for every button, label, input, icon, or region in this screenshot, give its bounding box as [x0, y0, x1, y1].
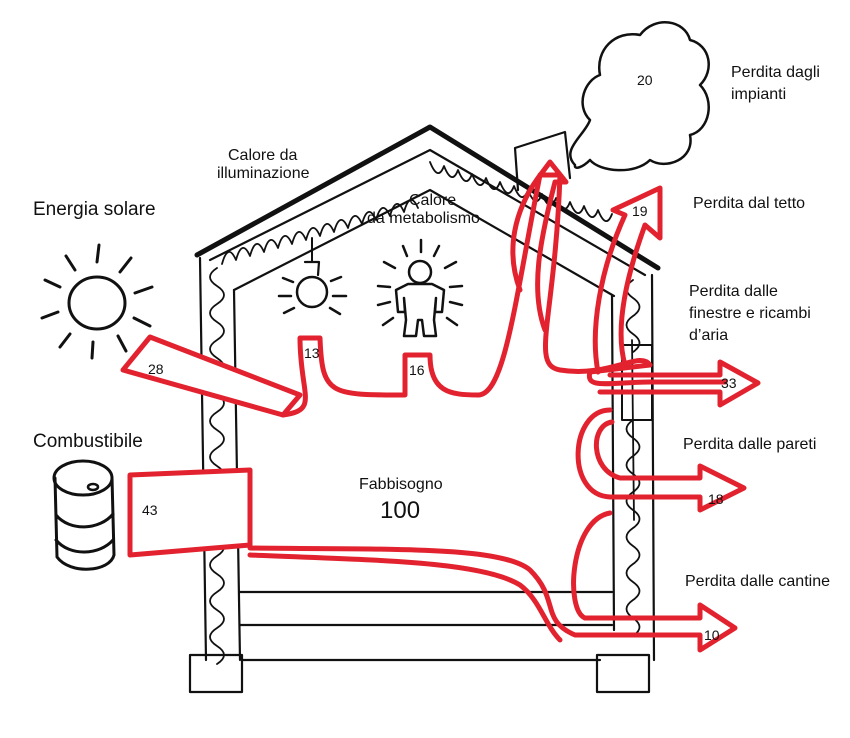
windows-loss-label-line1: Perdita dalle	[689, 283, 778, 300]
heat-flows	[120, 159, 761, 653]
demand-value: 100	[380, 497, 420, 524]
plant-loss-value: 20	[637, 72, 653, 88]
main-flow-band	[280, 172, 728, 418]
plant-loss-label-line2: impianti	[731, 86, 786, 103]
windows-loss-value: 33	[721, 375, 737, 391]
solar-gain-arrow	[120, 334, 303, 418]
fuel-label: Combustibile	[33, 431, 143, 452]
lighting-label-line2: illuminazione	[217, 165, 310, 182]
cellar-loss-label: Perdita dalle cantine	[685, 573, 830, 590]
roof-loss-arrow	[592, 185, 663, 375]
walls-loss-arrow	[575, 407, 747, 513]
light-bulb-icon	[277, 237, 348, 316]
windows-loss-label-line2: finestre e ricambi	[689, 305, 811, 322]
windows-loss-arrow	[597, 359, 761, 408]
sun-icon	[40, 243, 154, 360]
right-wall-mid	[631, 339, 635, 521]
metabolism-value: 16	[409, 362, 425, 378]
windows-loss-label-line3: d’aria	[689, 327, 728, 344]
inner-roof	[208, 148, 647, 277]
right-wall-inner	[610, 294, 616, 632]
fuel-value: 43	[142, 502, 158, 518]
roof-loss-label: Perdita dal tetto	[693, 195, 805, 212]
lighting-value: 13	[304, 345, 320, 361]
walls-loss-value: 18	[708, 491, 724, 507]
person-icon	[376, 238, 464, 338]
lighting-label-line1: Calore da	[228, 147, 297, 164]
roof-loss-value: 19	[632, 203, 648, 219]
plant-loss-label-line1: Perdita dagli	[731, 64, 820, 81]
smoke-cloud-icon	[569, 21, 710, 172]
right-foundation	[595, 653, 651, 694]
metabolism-label-line2: da metabolismo	[367, 210, 480, 227]
left-foundation	[188, 653, 244, 694]
fuel-input-arrow	[127, 467, 253, 558]
plant-loss-flow	[510, 159, 569, 333]
right-wall-outer	[650, 273, 656, 662]
left-wall-insulation	[209, 267, 225, 665]
left-wall-outer	[198, 256, 208, 662]
cellar-loss-arrow	[247, 510, 738, 653]
internal-flow-loop	[247, 552, 563, 643]
walls-loss-label: Perdita dalle pareti	[683, 436, 816, 453]
demand-label: Fabbisogno	[359, 476, 443, 493]
outer-roof	[194, 124, 661, 271]
fuel-barrel-icon	[52, 459, 116, 571]
cellar-loss-value: 10	[704, 627, 720, 643]
chimney	[513, 130, 572, 192]
metabolism-label-line1: Calore	[409, 192, 456, 209]
roof-insulation	[221, 161, 613, 265]
solar-label: Energia solare	[33, 199, 156, 220]
solar-value: 28	[148, 361, 164, 377]
